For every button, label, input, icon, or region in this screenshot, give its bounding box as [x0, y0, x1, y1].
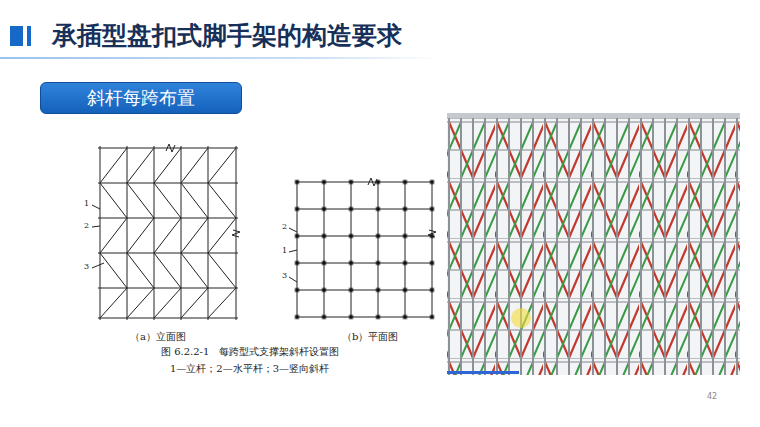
- scaffold-render: [447, 113, 740, 375]
- scaffold-top: [447, 113, 740, 118]
- plan-nodes: [294, 179, 435, 320]
- highlight-spot: [511, 308, 531, 328]
- subfigure-label: （a）立面图: [130, 331, 186, 343]
- header-square: [10, 26, 23, 46]
- callout-number: 2: [282, 222, 287, 231]
- header-rule: [0, 57, 440, 59]
- section-tab: 斜杆每跨布置: [40, 82, 242, 114]
- elevation-drawing: [92, 144, 240, 320]
- callout-number: 2: [84, 221, 89, 230]
- render-underline: [447, 371, 519, 374]
- page-number: 42: [707, 392, 717, 401]
- callout-number: 1: [282, 246, 287, 255]
- figure-caption: 图 6.2.2-1 每跨型式支撑架斜杆设置图: [161, 346, 339, 358]
- callout-number: 3: [282, 271, 287, 280]
- tab-label: 斜杆每跨布置: [87, 87, 195, 109]
- slide-title: 承插型盘扣式脚手架的构造要求: [52, 22, 402, 51]
- callout-number: 3: [84, 262, 89, 271]
- figure-legend: 1—立杆；2—水平杆；3—竖向斜杆: [170, 363, 329, 375]
- callout-number: 1: [84, 199, 89, 208]
- subfigure-label: （b）平面图: [342, 331, 398, 343]
- header-bar: [27, 26, 31, 46]
